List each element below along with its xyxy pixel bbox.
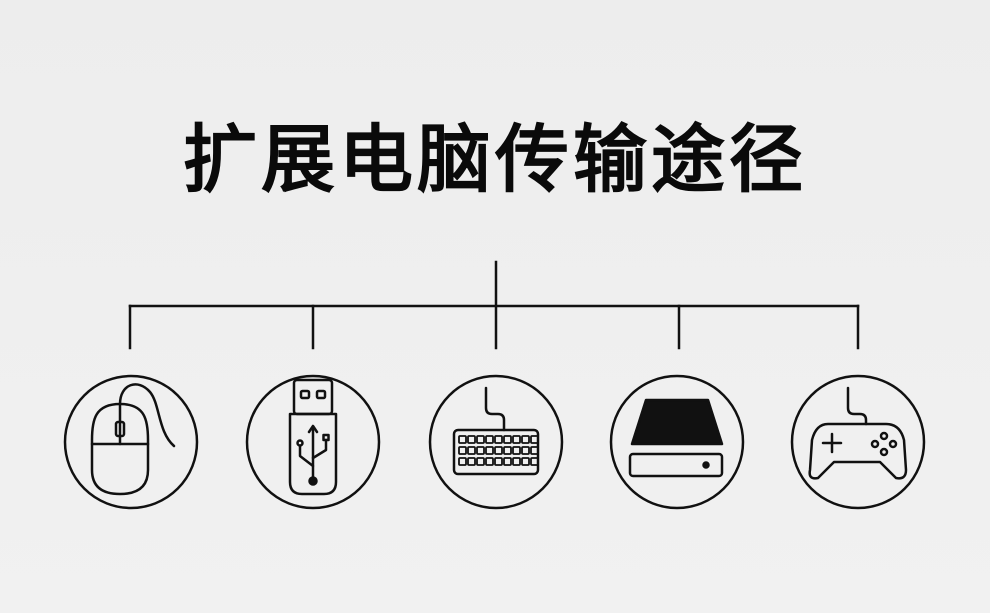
keyboard-key (485, 446, 494, 455)
external-drive-icon (628, 398, 724, 478)
node-usb-drive (245, 374, 381, 510)
keyboard-icon (452, 386, 540, 476)
keyboard-key (512, 446, 521, 455)
keyboard-key (476, 435, 485, 444)
keyboard-key (530, 446, 539, 455)
keyboard-key (512, 457, 521, 466)
keyboard-key (494, 435, 503, 444)
keyboard-key (503, 435, 512, 444)
keyboard-key (503, 446, 512, 455)
keyboard-key (458, 435, 467, 444)
keyboard-key (494, 446, 503, 455)
keyboard-key (458, 446, 467, 455)
keyboard-key (458, 457, 467, 466)
node-gamepad (790, 374, 926, 510)
keyboard-key (485, 457, 494, 466)
gamepad-icon (808, 386, 908, 480)
node-circle (245, 374, 381, 510)
keyboard-key (530, 435, 539, 444)
keyboard-key (512, 435, 521, 444)
node-circle (428, 374, 564, 510)
node-circle (63, 374, 199, 510)
usb-drive-icon (288, 378, 338, 496)
keyboard-key (467, 435, 476, 444)
keyboard-key (467, 457, 476, 466)
node-mouse (63, 374, 199, 510)
keyboard-key (476, 457, 485, 466)
keyboard-key (521, 446, 530, 455)
keyboard-key (521, 435, 530, 444)
mouse-icon (90, 383, 176, 496)
keyboard-key (503, 457, 512, 466)
keyboard-key (530, 457, 539, 466)
keyboard-key (494, 457, 503, 466)
keyboard-key (476, 446, 485, 455)
node-external-drive (609, 374, 745, 510)
keyboard-key (467, 446, 476, 455)
keyboard-key (485, 435, 494, 444)
node-circle (609, 374, 745, 510)
page-title: 扩展电脑传输途径 (183, 117, 807, 203)
node-circle (790, 374, 926, 510)
node-keyboard (428, 374, 564, 510)
keyboard-key (521, 457, 530, 466)
